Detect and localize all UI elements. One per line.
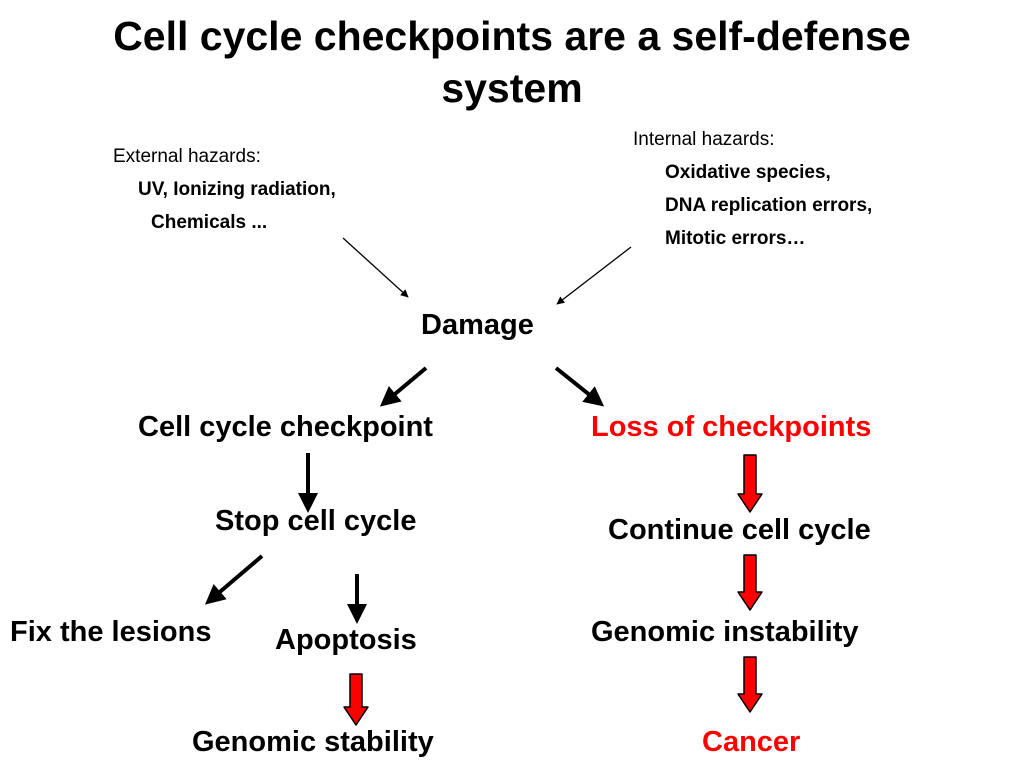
- red-arrow-continue-to-instability: [737, 554, 763, 611]
- node-damage: Damage: [421, 309, 534, 341]
- node-genomic-stability: Genomic stability: [192, 726, 434, 758]
- internal-hazards-heading: Internal hazards:: [633, 129, 775, 150]
- node-genomic-instability: Genomic instability: [591, 616, 859, 648]
- slide-title-line-1: Cell cycle checkpoints are a self-defens…: [113, 13, 911, 59]
- slide-title-line-2: system: [441, 65, 583, 111]
- red-arrow-instability-to-cancer: [737, 656, 763, 713]
- arrow-damage-to-checkpoint: [379, 366, 428, 407]
- slide-title: Cell cycle checkpoints are a self-defens…: [0, 10, 1024, 114]
- external-hazards-heading: External hazards:: [113, 146, 261, 167]
- arrow-internal-to-damage: [556, 246, 632, 305]
- node-fix-the-lesions: Fix the lesions: [10, 616, 212, 648]
- internal-hazard-item: DNA replication errors,: [665, 195, 873, 216]
- arrow-stop-to-fix: [204, 554, 264, 605]
- node-loss-of-checkpoints: Loss of checkpoints: [591, 411, 872, 443]
- node-continue-cell-cycle: Continue cell cycle: [608, 514, 871, 546]
- arrow-external-to-damage: [342, 237, 409, 298]
- arrow-damage-to-loss: [554, 366, 605, 407]
- red-arrow-apoptosis-to-stability: [343, 673, 369, 726]
- node-cell-cycle-checkpoint: Cell cycle checkpoint: [138, 411, 433, 443]
- internal-hazard-item: Oxidative species,: [665, 162, 831, 183]
- node-cancer: Cancer: [702, 726, 801, 758]
- external-hazard-item: UV, Ionizing radiation,: [138, 179, 336, 200]
- internal-hazard-item: Mitotic errors…: [665, 228, 806, 249]
- node-apoptosis: Apoptosis: [275, 624, 417, 656]
- external-hazard-item: Chemicals ...: [151, 212, 268, 233]
- red-arrow-loss-to-continue: [737, 454, 763, 513]
